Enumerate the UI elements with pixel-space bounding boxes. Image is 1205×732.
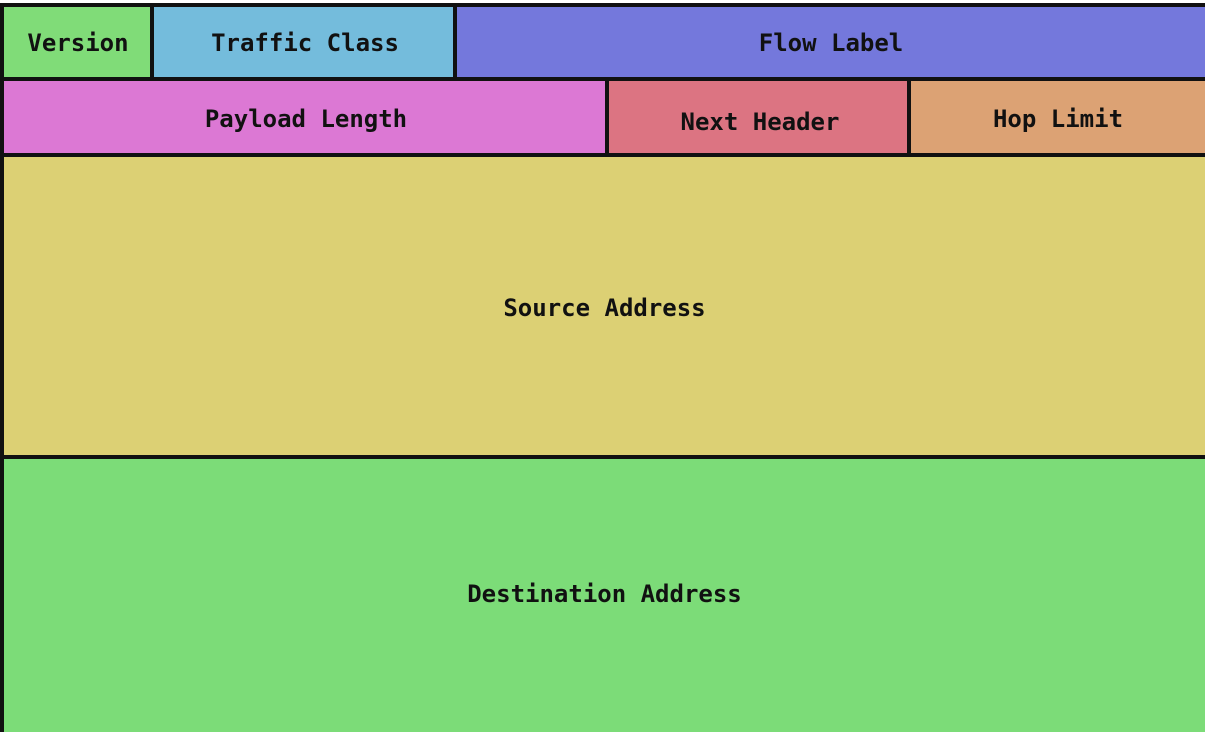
traffic-class-label: Traffic Class bbox=[211, 29, 399, 57]
destination-address-label: Destination Address bbox=[467, 580, 742, 608]
hop-limit-field: Hop Limit bbox=[907, 77, 1205, 156]
traffic-class-field: Traffic Class bbox=[150, 3, 456, 79]
payload-length-label: Payload Length bbox=[204, 104, 408, 133]
flow-label-label: Flow Label bbox=[758, 29, 904, 57]
version-label: Version bbox=[27, 29, 129, 57]
version-field: Version bbox=[0, 3, 152, 79]
destination-address-field: Destination Address bbox=[0, 455, 1205, 732]
payload-length-field: Payload Length bbox=[0, 77, 608, 156]
next-header-label: Next Header bbox=[680, 107, 840, 136]
source-address-label: Source Address bbox=[503, 294, 706, 322]
hop-limit-label: Hop Limit bbox=[992, 104, 1124, 133]
flow-label-field: Flow Label bbox=[453, 3, 1205, 79]
next-header-field: Next Header bbox=[605, 77, 911, 156]
source-address-field: Source Address bbox=[0, 153, 1205, 459]
